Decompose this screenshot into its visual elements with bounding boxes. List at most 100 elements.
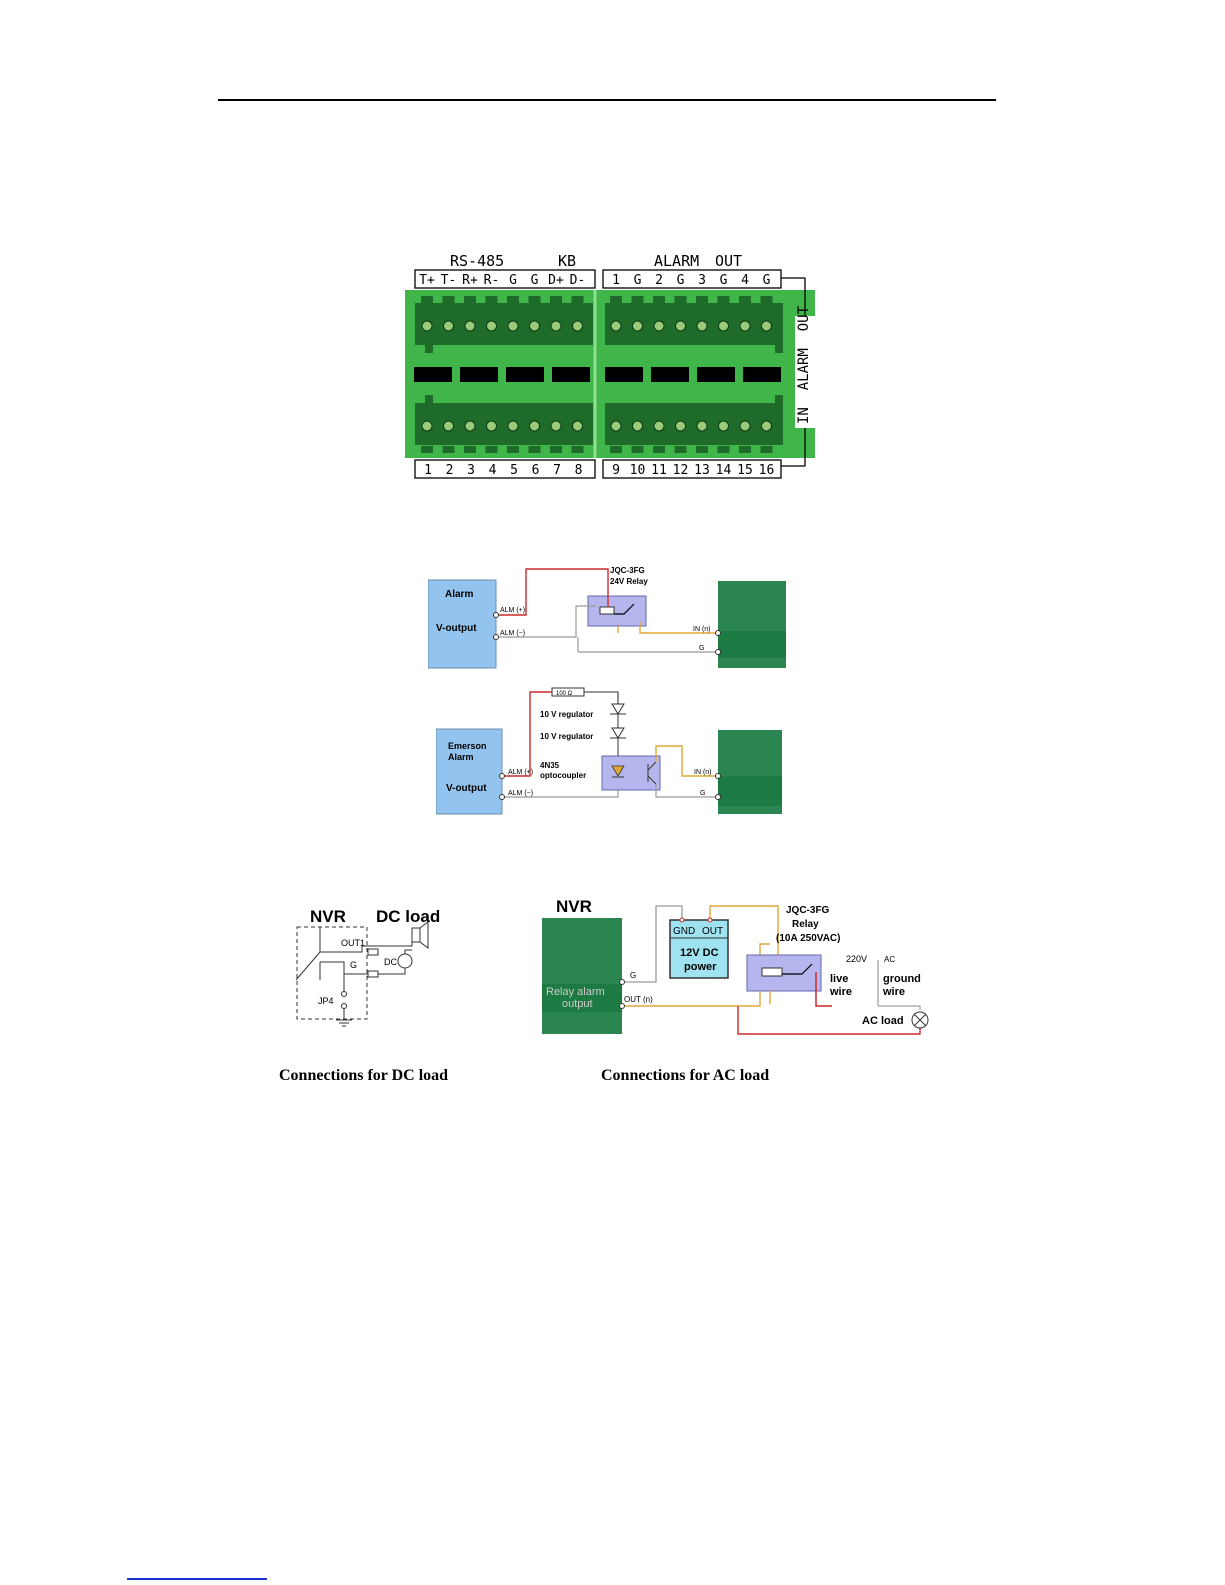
terminal-screw [507, 420, 519, 432]
svg-text:GND: GND [673, 926, 695, 937]
svg-text:V-output: V-output [446, 783, 487, 794]
terminal-tab [739, 296, 751, 303]
relay-24v [587, 595, 647, 627]
svg-text:G: G [350, 960, 357, 970]
lower-left-connector [415, 403, 593, 445]
terminal-screw [761, 320, 772, 332]
bottom-right-label-box [602, 459, 782, 479]
terminal-tab [421, 446, 433, 453]
svg-text:Relay alarm: Relay alarm [546, 986, 605, 998]
svg-text:24V Relay: 24V Relay [610, 577, 648, 586]
terminal-tab [610, 296, 622, 303]
terminal-pin-label: D- [570, 273, 586, 288]
terminal-screw [507, 320, 519, 332]
svg-text:JQC-3FG: JQC-3FG [786, 905, 830, 916]
top-right-label-box [602, 269, 782, 289]
rs485-label: RS-485 [450, 252, 504, 270]
ac-load-diagram: NVR Relay alarm output G OUT (n) GND OUT… [542, 897, 929, 1035]
terminal-pin-label: 12 [673, 463, 689, 478]
out-label: OUT [715, 252, 742, 270]
svg-text:4N35: 4N35 [540, 761, 560, 770]
optocoupler-4n35 [601, 755, 661, 791]
terminal-pin-label: 5 [510, 463, 518, 478]
terminal-pin-label: T+ [419, 273, 435, 288]
terminal-tab [760, 296, 773, 303]
terminal-tab [442, 446, 455, 453]
svg-text:V-output: V-output [436, 623, 477, 634]
terminal-pin-label: 16 [759, 463, 775, 478]
terminal-tab [717, 446, 730, 453]
dc-load-label: DC load [376, 907, 440, 926]
terminal-pin-label: R+ [462, 273, 478, 288]
svg-text:(10A 250VAC): (10A 250VAC) [776, 933, 840, 944]
svg-text:AC: AC [884, 955, 895, 964]
side-in-alarm-out-label: IN ALARM OUT [796, 305, 812, 424]
terminal-screw [739, 420, 751, 432]
terminal-screw [529, 320, 540, 332]
svg-text:output: output [562, 998, 593, 1010]
svg-text:JP4: JP4 [318, 996, 334, 1006]
relay-input-diagram: Alarm V-output JQC-3FG 24V Relay ALM (+)… [428, 566, 786, 669]
terminal-screw [421, 320, 433, 332]
svg-text:100 Ω: 100 Ω [556, 691, 573, 697]
svg-text:10 V regulator: 10 V regulator [540, 710, 593, 719]
svg-text:Emerson: Emerson [448, 741, 487, 751]
terminal-pin-label: R- [484, 273, 500, 288]
svg-text:OUT1: OUT1 [341, 938, 365, 948]
terminal-screw [675, 420, 686, 432]
header-rule [218, 99, 996, 101]
terminal-screw [550, 320, 562, 332]
terminal-screw [486, 420, 497, 432]
terminal-tab [507, 446, 519, 453]
terminal-screw [632, 420, 643, 432]
svg-text:Relay: Relay [792, 919, 819, 930]
svg-text:10 V regulator: 10 V regulator [540, 732, 593, 741]
terminal-screw [464, 420, 476, 432]
terminal-screw [739, 320, 751, 332]
svg-text:live: live [830, 973, 848, 985]
terminal-pin-label: 7 [553, 463, 561, 478]
svg-text:IN (n): IN (n) [693, 626, 711, 633]
terminal-screw [675, 320, 686, 332]
alarm-voutput-box [428, 579, 497, 669]
terminal-tab [571, 446, 584, 453]
terminal-screw [696, 420, 708, 432]
terminal-screw [632, 320, 643, 332]
nvr-relay-box [542, 918, 622, 1034]
terminal-tab [760, 446, 773, 453]
terminal-tab [528, 446, 541, 453]
terminal-pin-label: T- [441, 273, 457, 288]
terminal-tab [739, 446, 751, 453]
svg-text:optocoupler: optocoupler [540, 771, 586, 780]
terminal-pin-label: 15 [737, 463, 753, 478]
dc-load-caption: Connections for DC load [279, 1067, 449, 1084]
svg-text:OUT (n): OUT (n) [624, 995, 653, 1004]
terminal-pin-label: 1 [424, 463, 432, 478]
terminal-screw [610, 420, 622, 432]
svg-text:wire: wire [882, 986, 905, 998]
svg-text:G: G [630, 971, 636, 980]
terminal-pin-label: 9 [612, 463, 620, 478]
terminal-screw [550, 420, 562, 432]
terminal-screw [486, 320, 497, 332]
upper-left-connector [415, 303, 593, 345]
terminal-pin-label: 6 [532, 463, 540, 478]
terminal-screw [653, 420, 665, 432]
kb-label: KB [558, 252, 576, 270]
terminal-tab [421, 296, 433, 303]
terminal-tab [653, 296, 665, 303]
terminal-pin-label: G [509, 273, 517, 288]
svg-text:ground: ground [883, 973, 921, 985]
relay-10a [746, 954, 822, 992]
terminal-tab [717, 296, 730, 303]
svg-text:Alarm: Alarm [448, 752, 474, 762]
terminal-tab [485, 446, 498, 453]
terminal-tab [674, 446, 687, 453]
terminal-screw [443, 320, 454, 332]
svg-text:wire: wire [829, 986, 852, 998]
bottom-left-label-box [414, 459, 596, 479]
upper-right-connector [605, 303, 783, 345]
svg-text:ALM (+): ALM (+) [500, 607, 525, 614]
terminal-tab [653, 446, 665, 453]
